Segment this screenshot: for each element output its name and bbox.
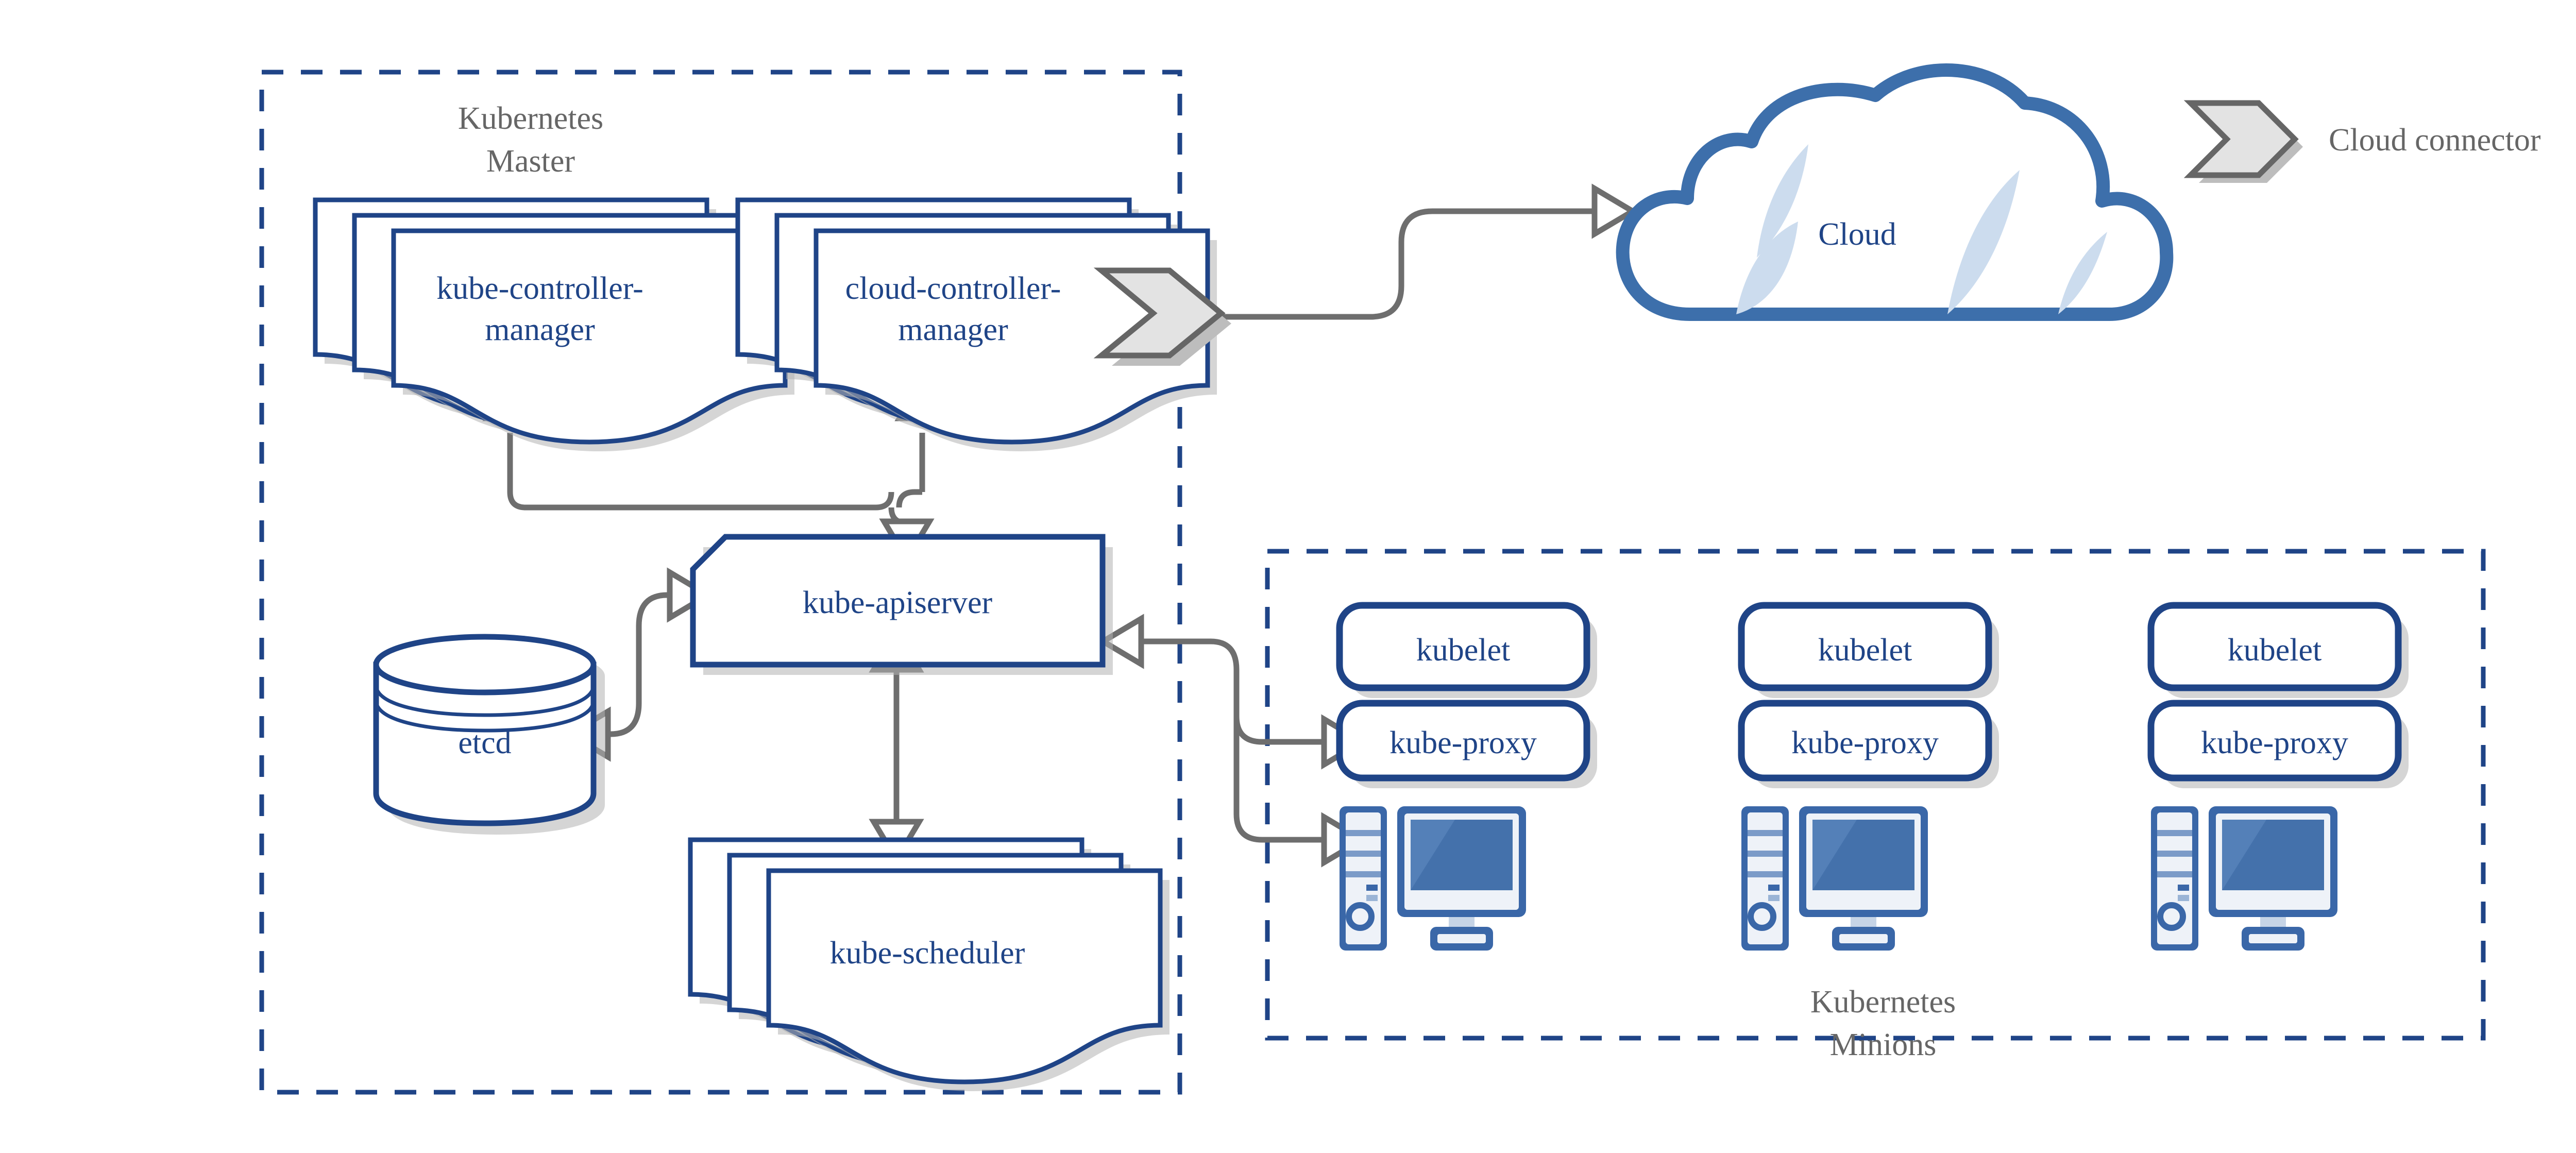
computer-icon-3 xyxy=(2151,806,2337,951)
etcd-label: etcd xyxy=(458,725,511,760)
minion-node-2: kubelet kube-proxy xyxy=(1738,602,1999,951)
connector-apiserver-to-minions xyxy=(1139,638,1327,843)
node-cloud-controller-manager[interactable]: cloud-controller- manager xyxy=(738,200,1217,451)
minions-zone-label-line1: Kubernetes xyxy=(1810,985,1956,1020)
minion-node-1: kubelet kube-proxy xyxy=(1336,602,1597,951)
connector-to-cloud xyxy=(1200,208,1592,320)
cloud-leaf-icons xyxy=(1736,144,2107,314)
kube-proxy-label-3: kube-proxy xyxy=(2201,725,2348,760)
computer-icon-2 xyxy=(1741,806,1928,951)
kubernetes-minions-zone xyxy=(1265,549,2486,1041)
cloud-connector-icon-on-ccm[interactable] xyxy=(1093,267,1231,366)
node-kube-apiserver[interactable]: kube-apiserver xyxy=(690,534,1113,675)
kube-proxy-pill-3[interactable]: kube-proxy xyxy=(2147,700,2409,788)
cloud-controller-manager-label-line1: cloud-controller- xyxy=(845,271,1061,306)
minions-zone-label-line2: Minions xyxy=(1830,1027,1937,1062)
kube-controller-manager-label-line1: kube-controller- xyxy=(436,271,643,306)
legend-cloud-connector: Cloud connector xyxy=(2183,100,2541,183)
cloud-label: Cloud xyxy=(1818,217,1896,252)
kubelet-label-1: kubelet xyxy=(1416,633,1511,668)
kube-proxy-label-2: kube-proxy xyxy=(1791,725,1939,760)
cloud-shape: Cloud xyxy=(1616,63,2174,321)
node-etcd[interactable]: etcd xyxy=(373,634,605,835)
node-kube-scheduler[interactable]: kube-scheduler xyxy=(690,840,1170,1091)
kube-scheduler-label: kube-scheduler xyxy=(830,936,1025,971)
kubelet-label-3: kubelet xyxy=(2228,633,2322,668)
kubelet-label-2: kubelet xyxy=(1818,633,1912,668)
kubelet-pill-2[interactable]: kubelet xyxy=(1738,602,1999,698)
computer-icon-1 xyxy=(1340,806,1526,951)
master-zone-label-line2: Master xyxy=(486,144,575,179)
chevron-connector-icon xyxy=(2183,100,2299,178)
node-kube-controller-manager[interactable]: kube-controller- manager xyxy=(315,200,794,451)
kube-proxy-pill-2[interactable]: kube-proxy xyxy=(1738,700,1999,788)
kube-proxy-pill-1[interactable]: kube-proxy xyxy=(1336,700,1597,788)
master-zone-label-line1: Kubernetes xyxy=(458,101,603,136)
kube-controller-manager-label-line2: manager xyxy=(485,312,595,347)
legend-cloud-connector-label: Cloud connector xyxy=(2329,123,2541,158)
kubelet-pill-1[interactable]: kubelet xyxy=(1336,602,1597,698)
connector-apiserver-to-etcd xyxy=(610,592,668,737)
kubelet-pill-3[interactable]: kubelet xyxy=(2147,602,2409,698)
kube-apiserver-label: kube-apiserver xyxy=(803,585,993,620)
kubernetes-master-zone xyxy=(259,70,1182,1095)
minion-node-3: kubelet kube-proxy xyxy=(2147,602,2409,951)
cloud-controller-manager-label-line2: manager xyxy=(898,312,1008,347)
kube-proxy-label-1: kube-proxy xyxy=(1389,725,1537,760)
